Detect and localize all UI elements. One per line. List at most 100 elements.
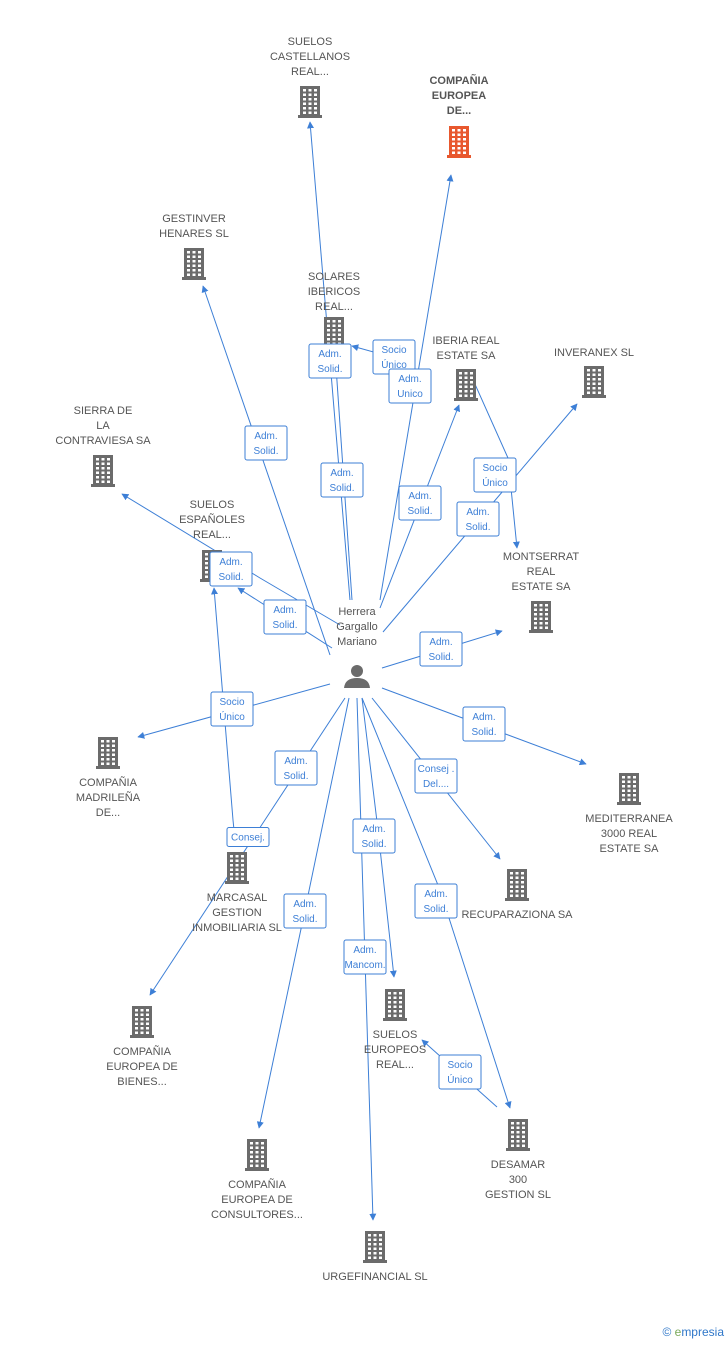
- node-label: LA: [96, 420, 110, 432]
- edge-label-box: [274, 750, 318, 786]
- edge-label-e-suelos-espanoles-2[interactable]: Adm. Solid.: [263, 599, 307, 635]
- company-node-recuparaziona[interactable]: RECUPARAZIONA SA: [461, 869, 573, 921]
- company-node-suelos-europeos[interactable]: SUELOSEUROPEOSREAL...: [364, 989, 426, 1071]
- edge-label-text: Solid.: [428, 652, 453, 663]
- edge-label-e-bienes[interactable]: Adm. Solid.: [274, 750, 318, 786]
- edge-label-text: Socio: [447, 1060, 472, 1071]
- node-label: CONTRAVIESA SA: [55, 435, 151, 447]
- edge-label-text: Solid.: [407, 506, 432, 517]
- company-node-sierra-contraviesa[interactable]: SIERRA DE LA CONTRAVIESA SA: [55, 405, 151, 487]
- edge-label-text: Adm.: [273, 605, 296, 616]
- company-node-suelos-castellanos[interactable]: SUELOSCASTELLANOSREAL...: [270, 36, 350, 118]
- edge-label-e-gestinver[interactable]: Adm.Solid.: [244, 425, 288, 461]
- edge-label-text: Adm.: [330, 468, 353, 479]
- node-label: CONSULTORES...: [211, 1209, 303, 1221]
- edge-label-box: [320, 462, 364, 498]
- edge-label-e-recuparaziona[interactable]: Consej .Del....: [414, 758, 458, 794]
- edge-label-box: [244, 425, 288, 461]
- person-icon: [344, 665, 370, 688]
- edge-label-text: Consej .: [418, 764, 455, 775]
- node-label: 3000 REAL: [601, 828, 657, 840]
- node-label: ESPAÑOLES: [179, 513, 245, 526]
- edge-label-text: Único: [482, 476, 508, 489]
- edge-label-box: [388, 368, 432, 404]
- brand-initial: e: [674, 1325, 682, 1339]
- node-label: SOLARES: [308, 271, 360, 283]
- edge-label-e-iberia[interactable]: Adm.Solid.: [398, 485, 442, 521]
- node-label: INMOBILIARIA SL: [192, 922, 282, 934]
- edge-label-e-solares[interactable]: Adm.Solid.: [320, 462, 364, 498]
- edge-label-text: Solid.: [361, 839, 386, 850]
- company-node-inveranex[interactable]: INVERANEX SL: [554, 347, 634, 398]
- node-label: EUROPEA: [432, 90, 486, 102]
- node-label: COMPAÑIA: [79, 776, 138, 789]
- edge-label-e-urgefinancial[interactable]: Adm.Mancom.: [343, 939, 387, 975]
- node-label: REAL...: [193, 529, 231, 541]
- edge-label-box: [343, 939, 387, 975]
- company-node-marcasal-gestion[interactable]: MARCASAL GESTION INMOBILIARIA SL: [192, 852, 282, 934]
- node-label: GESTINVER: [162, 213, 226, 225]
- edge-label-box: [210, 691, 254, 727]
- edge-label-e-suelos-castellanos[interactable]: Adm.Solid.: [308, 343, 352, 379]
- edge-label-text: Adm.: [293, 899, 316, 910]
- edge-label-e-suelos-europeos[interactable]: Adm.Solid.: [352, 818, 396, 854]
- company-node-urgefinancial[interactable]: URGEFINANCIAL SL: [322, 1231, 428, 1283]
- node-label: ESTATE SA: [512, 581, 572, 593]
- node-label: 300: [509, 1174, 527, 1186]
- edge-label-e-suelos-espanoles[interactable]: Adm.Solid.: [209, 551, 253, 587]
- building-icon: [383, 989, 407, 1021]
- node-label: GESTION: [212, 907, 262, 919]
- company-node-compania-madrilena[interactable]: COMPAÑIAMADRILEÑADE...: [76, 737, 141, 819]
- edge-label-e-desamar[interactable]: Adm.Solid.: [414, 883, 458, 919]
- edge-label-text: Solid.: [272, 620, 297, 631]
- edge-label-text: Adm.: [398, 374, 421, 385]
- edge-label-text: Adm.: [284, 756, 307, 767]
- edge-label-text: Solid.: [317, 364, 342, 375]
- edge-label-e-consultores[interactable]: Adm. Solid.: [283, 893, 327, 929]
- copyright-symbol: ©: [662, 1325, 672, 1339]
- node-label: INVERANEX SL: [554, 347, 634, 359]
- edge-label-text: Solid.: [471, 727, 496, 738]
- building-icon: [91, 455, 115, 487]
- node-label: REAL...: [291, 66, 329, 78]
- edge-label-text: Solid.: [292, 914, 317, 925]
- edge-label-e-marcasal[interactable]: Consej.: [226, 827, 270, 847]
- node-label: SUELOS: [190, 499, 235, 511]
- edge-label-text: Solid.: [465, 522, 490, 533]
- node-label: HENARES SL: [159, 228, 229, 240]
- edge-label-e-mediterranea[interactable]: Adm.Solid.: [462, 706, 506, 742]
- node-label: DE...: [447, 105, 471, 117]
- node-label: MARCASAL: [207, 892, 268, 904]
- edge-label-e-compania-europea[interactable]: Adm.Unico: [388, 368, 432, 404]
- person-label: Mariano: [337, 636, 377, 648]
- edge-label-text: Solid.: [283, 771, 308, 782]
- edge-label-e-inveranex[interactable]: Adm.Solid.: [456, 501, 500, 537]
- node-label: EUROPEA DE: [106, 1061, 178, 1073]
- building-icon: [363, 1231, 387, 1263]
- building-icon: [298, 86, 322, 118]
- node-label: SUELOS: [373, 1029, 418, 1041]
- edge-label-box: [352, 818, 396, 854]
- edge-label-e-montserrat[interactable]: Adm.Solid.: [419, 631, 463, 667]
- person-label: Herrera: [338, 606, 376, 618]
- node-label: SIERRA DE: [74, 405, 133, 417]
- company-node-gestinver-henares[interactable]: GESTINVER HENARES SL: [159, 213, 229, 280]
- brand-name: mpresia: [681, 1325, 724, 1339]
- building-icon: [454, 369, 478, 401]
- building-icon: [225, 852, 249, 884]
- node-label: EUROPEOS: [364, 1044, 426, 1056]
- building-icon: [245, 1139, 269, 1171]
- company-node-compania-europea-de[interactable]: COMPAÑIAEUROPEADE...: [429, 74, 489, 158]
- company-node-solares-ibericos[interactable]: SOLARESIBERICOSREAL...: [308, 271, 361, 349]
